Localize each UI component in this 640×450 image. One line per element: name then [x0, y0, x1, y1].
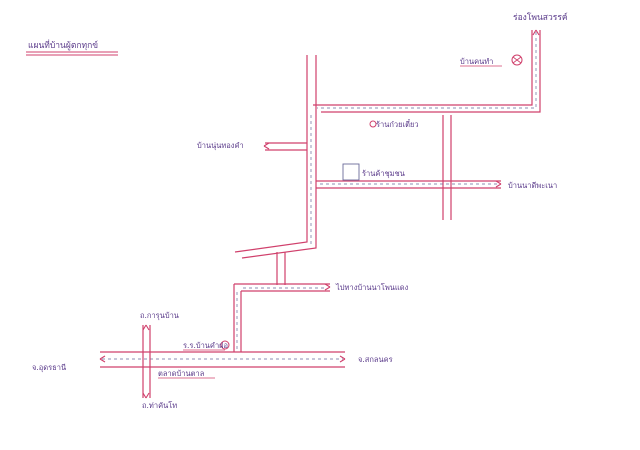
direction-arrows: [99, 29, 540, 399]
road-main-vertical: [234, 55, 308, 253]
arrow-top-right: [532, 29, 540, 36]
label-upper-left-road: ถ.การุนบ้าน: [140, 311, 179, 320]
label-house: บ้านคนทำ: [460, 57, 493, 66]
arrow-right-branch: [495, 180, 502, 188]
road-top-right: [313, 30, 533, 106]
map-title: แผนที่บ้านผู้ตกทุกข์: [28, 39, 98, 51]
label-middle-right: ไปทางบ้านนาโพนแดง: [335, 283, 409, 292]
arrow-left-branch: [263, 142, 270, 150]
label-top-right: ร่องโพนสวรรค์: [513, 12, 568, 23]
road-network: [100, 30, 541, 398]
arrow-cross-bottom: [142, 392, 150, 399]
arrow-highway-left: [99, 355, 106, 363]
map-labels: ร่องโพนสวรรค์ บ้านคนทำ ร้านก๋วยเตี๋ยว บ้…: [32, 12, 568, 410]
label-shop-a: ร้านก๋วยเตี๋ยว: [376, 119, 419, 129]
arrow-highway-right: [339, 355, 346, 363]
landmarks: [220, 54, 523, 350]
house-marker-cross-icon: [512, 56, 522, 64]
label-right-branch: บ้านนาดีพะเนา: [508, 181, 557, 190]
building-box-icon: [342, 163, 360, 181]
arrow-cross-top: [142, 324, 150, 331]
label-left-branch: บ้านนุ่นทองคำ: [197, 141, 244, 150]
road-top-right-edge: [321, 30, 541, 113]
label-market: ตลาดบ้านตาล: [158, 369, 204, 378]
label-right-town: จ.สกลนคร: [358, 355, 393, 364]
label-landmark-box: ร้านค้าชุมชน: [362, 169, 405, 178]
label-school: ร.ร.บ้านคำฝ่อ: [183, 341, 228, 350]
road-top-right-center: [317, 32, 537, 109]
shop-circle-icon: [369, 120, 377, 128]
road-main-vertical-edge: [241, 55, 317, 259]
arrow-middle-right: [324, 283, 331, 291]
label-bottom-road: ถ.ท่าคันโท: [142, 401, 177, 410]
label-left-town: จ.อุดรธานี: [32, 363, 66, 372]
house-marker-icon: [511, 54, 523, 66]
school-circle-icon: [220, 340, 230, 350]
